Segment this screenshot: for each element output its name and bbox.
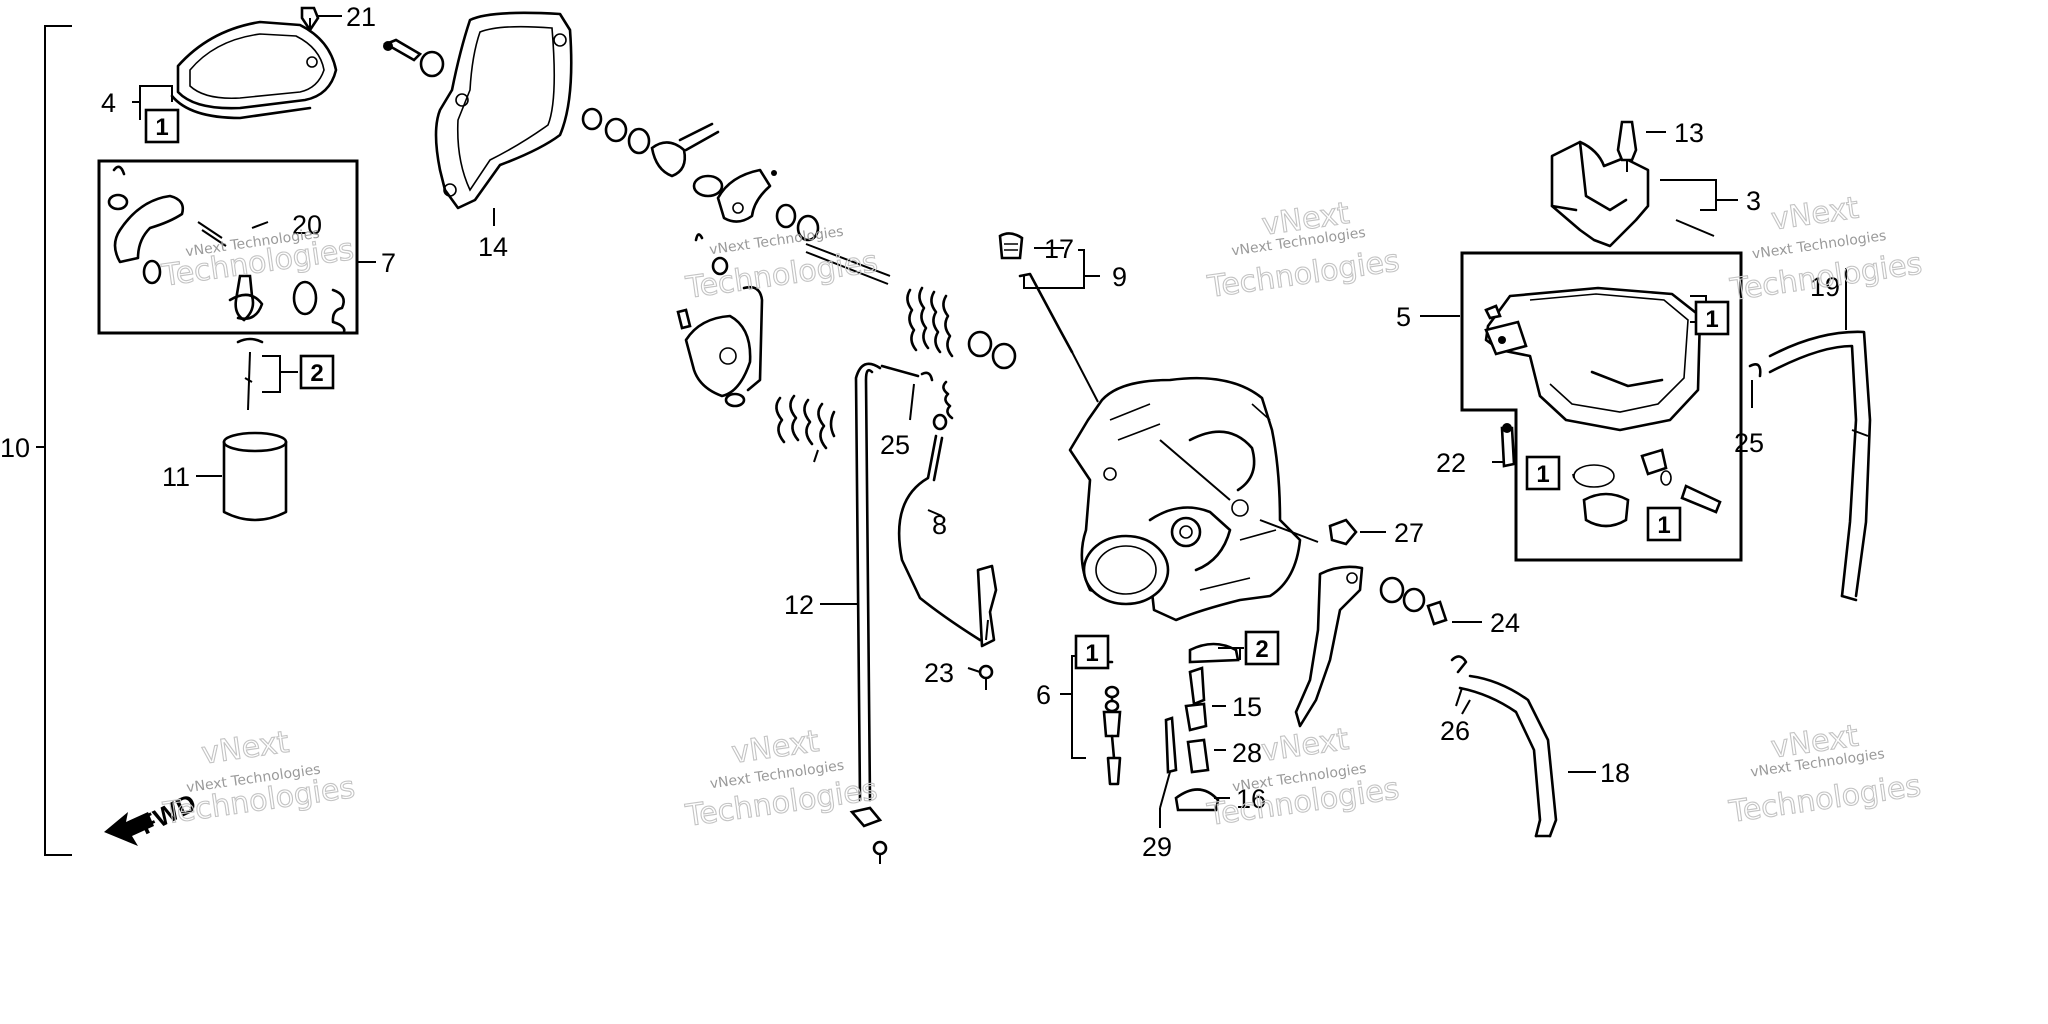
callout-16: 16 (1236, 784, 1266, 814)
svg-text:1: 1 (1085, 640, 1098, 667)
needle-valve-part-13 (1616, 120, 1638, 172)
callout-13: 13 (1674, 118, 1704, 148)
clip-part-26 (1450, 655, 1468, 674)
callout-25-right: 25 (1734, 428, 1764, 458)
cable-part-12 (849, 362, 920, 864)
needle-part-9 (998, 232, 1099, 403)
callout-21: 21 (346, 2, 376, 32)
callout-28: 28 (1232, 738, 1262, 768)
callout-18: 18 (1600, 758, 1630, 788)
nut-part-27 (1328, 518, 1358, 546)
svg-text:1: 1 (155, 114, 168, 141)
jet-assembly-6 (1102, 660, 1122, 786)
svg-text:vNext: vNext (1769, 191, 1861, 238)
watermark-1: Technologies vNext Technologies (159, 226, 357, 295)
callout-17: 17 (1044, 234, 1074, 264)
callout-6: 6 (1036, 680, 1051, 710)
watermark-2: Technologies vNext Technologies (683, 224, 881, 307)
assembly-bracket-10 (36, 25, 72, 856)
svg-text:2: 2 (310, 360, 323, 387)
callout-25: 25 (880, 430, 910, 460)
callout-11: 11 (162, 462, 190, 492)
callout-12: 12 (784, 590, 814, 620)
boxed-number-1-bowl-left: 1 (1525, 455, 1561, 491)
callout-5: 5 (1396, 302, 1411, 332)
svg-text:1: 1 (1536, 461, 1549, 488)
washer-stack-upper (581, 107, 820, 242)
pin-part-21 (300, 6, 320, 33)
top-cover-part (170, 20, 338, 120)
svg-text:vNext: vNext (199, 725, 291, 772)
callout-3: 3 (1746, 186, 1761, 216)
watermark-5: Technologies vNext vNext Technologies (160, 724, 358, 832)
callout-9: 9 (1112, 262, 1127, 292)
callout-22: 22 (1436, 448, 1466, 478)
leader-lines (132, 15, 1847, 828)
boxed-number-1-bowl-right: 1 (1646, 506, 1682, 542)
callout-4: 4 (101, 88, 116, 118)
callout-10: 10 (0, 433, 30, 463)
callout-23: 23 (924, 658, 954, 688)
sub-assembly-box-7 (97, 159, 359, 335)
watermark-3: Technologies vNext vNext Technologies (1204, 195, 1402, 305)
housing-part-14 (434, 11, 573, 210)
watermark-8: Technologies vNext vNext Technologies (1726, 718, 1924, 831)
spring-lower (775, 394, 836, 463)
float-bowl-box-5 (1460, 251, 1743, 562)
screw-washer-part (383, 38, 445, 78)
boxed-number-2-center: 2 (1244, 630, 1280, 666)
svg-text:1: 1 (1705, 306, 1718, 333)
boxed-number-1-jet: 1 (1074, 634, 1110, 670)
washers-mid (967, 330, 1017, 370)
spring-upper (906, 286, 954, 358)
boxed-number-2-left: 2 (299, 354, 335, 390)
svg-text:1: 1 (1657, 512, 1670, 539)
jet-parts-15-28-16 (1159, 642, 1240, 812)
cable-part-8 (897, 434, 998, 648)
hose-part-19 (1768, 330, 1872, 602)
callout-19: 19 (1810, 272, 1840, 302)
callout-29: 29 (1142, 832, 1172, 862)
hose-part-18 (1458, 674, 1558, 838)
svg-text:vNext: vNext (1259, 722, 1351, 769)
carburetor-body (1068, 376, 1319, 622)
callout-8: 8 (932, 510, 947, 540)
screw-part-22 (1500, 423, 1516, 468)
callout-7: 7 (381, 248, 396, 278)
float-part-3 (1550, 140, 1715, 248)
watermark-7: Technologies vNext vNext Technologies (1204, 721, 1402, 833)
svg-text:2: 2 (1255, 636, 1268, 663)
filter-cylinder-part-11 (222, 431, 288, 522)
nozzle-part-left (236, 337, 264, 411)
callout-20: 20 (292, 210, 322, 240)
callout-27: 27 (1394, 518, 1424, 548)
clip-part-25-right (1748, 363, 1762, 378)
callout-26: 26 (1440, 716, 1470, 746)
callout-labels: 10 21 4 20 7 11 14 17 9 25 8 12 23 6 15 … (0, 2, 1840, 862)
callout-24: 24 (1490, 608, 1520, 638)
boxed-number-1-top-left: 1 (144, 108, 180, 144)
screw-part-23 (978, 664, 994, 690)
lever-part (1294, 565, 1448, 728)
boxed-number-1-bowl-top: 1 (1694, 300, 1730, 336)
throttle-linkage (676, 233, 891, 408)
callout-14: 14 (478, 232, 508, 262)
watermark-6: Technologies vNext vNext Technologies (682, 723, 880, 834)
small-parts-25 (920, 371, 954, 431)
callout-15: 15 (1232, 692, 1262, 722)
